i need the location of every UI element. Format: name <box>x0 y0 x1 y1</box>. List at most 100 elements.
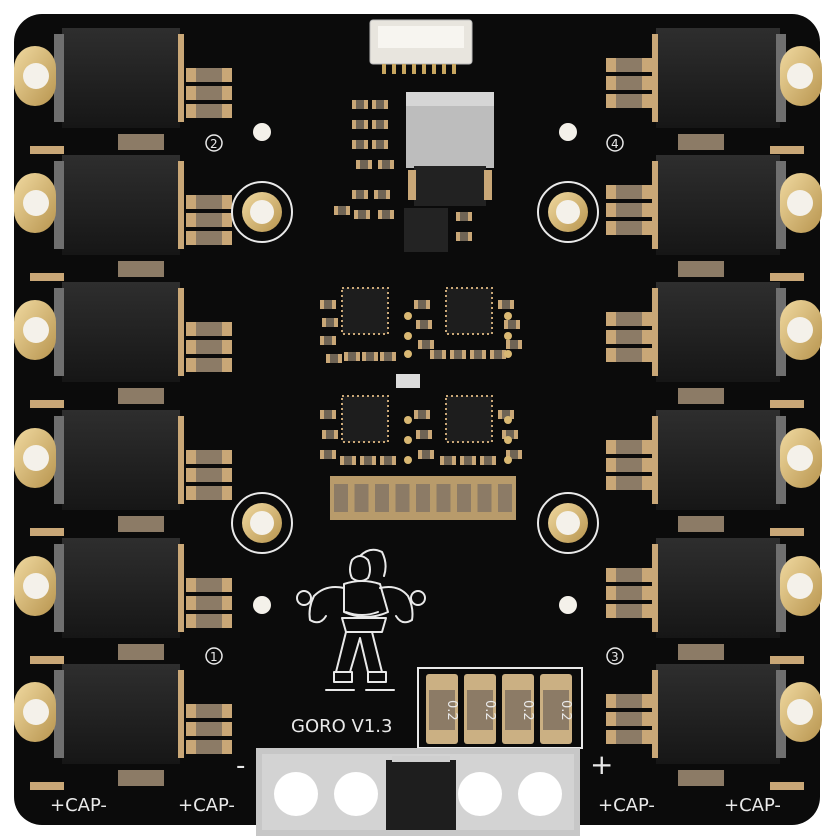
resistor <box>498 484 512 512</box>
smd-cap-body <box>196 704 222 718</box>
motor-pad-hole <box>787 190 813 216</box>
smd-passive-body <box>502 410 510 419</box>
smd-passive-body <box>460 232 468 241</box>
smd-cap-body <box>616 568 642 582</box>
tantalum-capacitor-body <box>505 690 531 730</box>
ic-group <box>341 287 493 443</box>
motor-pad-hole <box>23 573 49 599</box>
smd-small <box>770 400 804 408</box>
smd-cap-body <box>196 195 222 209</box>
smd-resistor <box>678 388 724 404</box>
smd-cap-body <box>616 712 642 726</box>
smd-passive-body <box>444 456 452 465</box>
motor-number-3: 3 <box>611 650 619 664</box>
smd-passive-body <box>464 456 472 465</box>
resistor <box>416 484 430 512</box>
motor-number-1: 1 <box>210 650 218 664</box>
smd-cap-body <box>196 450 222 464</box>
smd-resistor <box>678 644 724 660</box>
smd-passive-body <box>376 100 384 109</box>
smd-cap-body <box>196 486 222 500</box>
resistor <box>334 484 348 512</box>
top-connector <box>369 19 473 74</box>
smd-resistor <box>118 261 164 277</box>
smd-passive-body <box>326 318 334 327</box>
test-point <box>504 436 512 444</box>
smd-cap-body <box>196 68 222 82</box>
smd-passive-body <box>358 210 366 219</box>
smd-passive-body <box>484 456 492 465</box>
resistor-row <box>330 476 516 520</box>
smd-small <box>30 146 64 154</box>
mosfet-lead <box>54 416 64 504</box>
smd-passive-body <box>348 352 356 361</box>
smd-passive-body <box>324 410 332 419</box>
board-name-label: GORO V1.3 <box>291 716 392 737</box>
smd-passive-body <box>376 120 384 129</box>
smd-passive-body <box>384 352 392 361</box>
smd-passive-body <box>324 300 332 309</box>
smd-passive-body <box>422 340 430 349</box>
smd-resistor <box>678 134 724 150</box>
mosfet-lead <box>54 288 64 376</box>
smd-passive-body <box>502 300 510 309</box>
motor-pad-hole <box>23 63 49 89</box>
mosfet-tab <box>178 416 184 504</box>
smd-cap-body <box>616 185 642 199</box>
smd-cap-body <box>196 614 222 628</box>
smd-passive-body <box>506 430 514 439</box>
smd-cap-body <box>616 730 642 744</box>
smd-passive-body <box>360 160 368 169</box>
smd-cap-body <box>616 221 642 235</box>
smd-cap-body <box>616 58 642 72</box>
mosfet <box>62 410 180 510</box>
smd-passive-body <box>510 450 518 459</box>
smd-component-group <box>30 58 804 790</box>
test-point <box>504 350 512 358</box>
smd-passive-body <box>382 160 390 169</box>
smd-passive-body <box>418 300 426 309</box>
test-point <box>404 416 412 424</box>
smd-cap-body <box>196 340 222 354</box>
capacitor-marking: 0.2 <box>558 700 573 721</box>
smd-cap-body <box>616 604 642 618</box>
test-point <box>504 456 512 464</box>
mosfet-tab <box>178 288 184 376</box>
cap-label-left-2: +CAP- <box>178 795 235 816</box>
mosfet-lead <box>54 544 64 632</box>
smd-passive-body <box>434 350 442 359</box>
smd-cap-body <box>196 231 222 245</box>
smd-cap-body <box>616 348 642 362</box>
smd-small <box>30 782 64 790</box>
smd-passive-body <box>356 190 364 199</box>
motor-pad-hole <box>787 699 813 725</box>
minus-sign: - <box>236 751 245 781</box>
smd-cap-body <box>616 312 642 326</box>
motor-pad-hole <box>23 699 49 725</box>
smd-resistor <box>118 644 164 660</box>
mosfet <box>62 538 180 638</box>
smd-cap-body <box>196 358 222 372</box>
smd-cap-body <box>196 104 222 118</box>
mosfet-group <box>54 28 786 764</box>
mosfet-tab <box>178 161 184 249</box>
smd-passive-body <box>356 120 364 129</box>
smd-passive-body <box>356 100 364 109</box>
mosfet-tab <box>178 544 184 632</box>
smd-small <box>30 273 64 281</box>
mosfet-lead <box>54 670 64 758</box>
smd-resistor <box>678 261 724 277</box>
smd-cap-body <box>616 330 642 344</box>
resistor <box>477 484 492 512</box>
smd-passive-body <box>324 450 332 459</box>
resistor <box>436 484 451 512</box>
tantalum-capacitor-body <box>429 690 455 730</box>
motor-number-2: 2 <box>210 137 218 151</box>
smd-cap-body <box>616 476 642 490</box>
cap-label-left-1: +CAP- <box>50 795 107 816</box>
tantalum-capacitor-body <box>467 690 493 730</box>
cap-label-right-1: +CAP- <box>598 795 655 816</box>
smd-passive-body <box>384 456 392 465</box>
mosfet <box>62 155 180 255</box>
